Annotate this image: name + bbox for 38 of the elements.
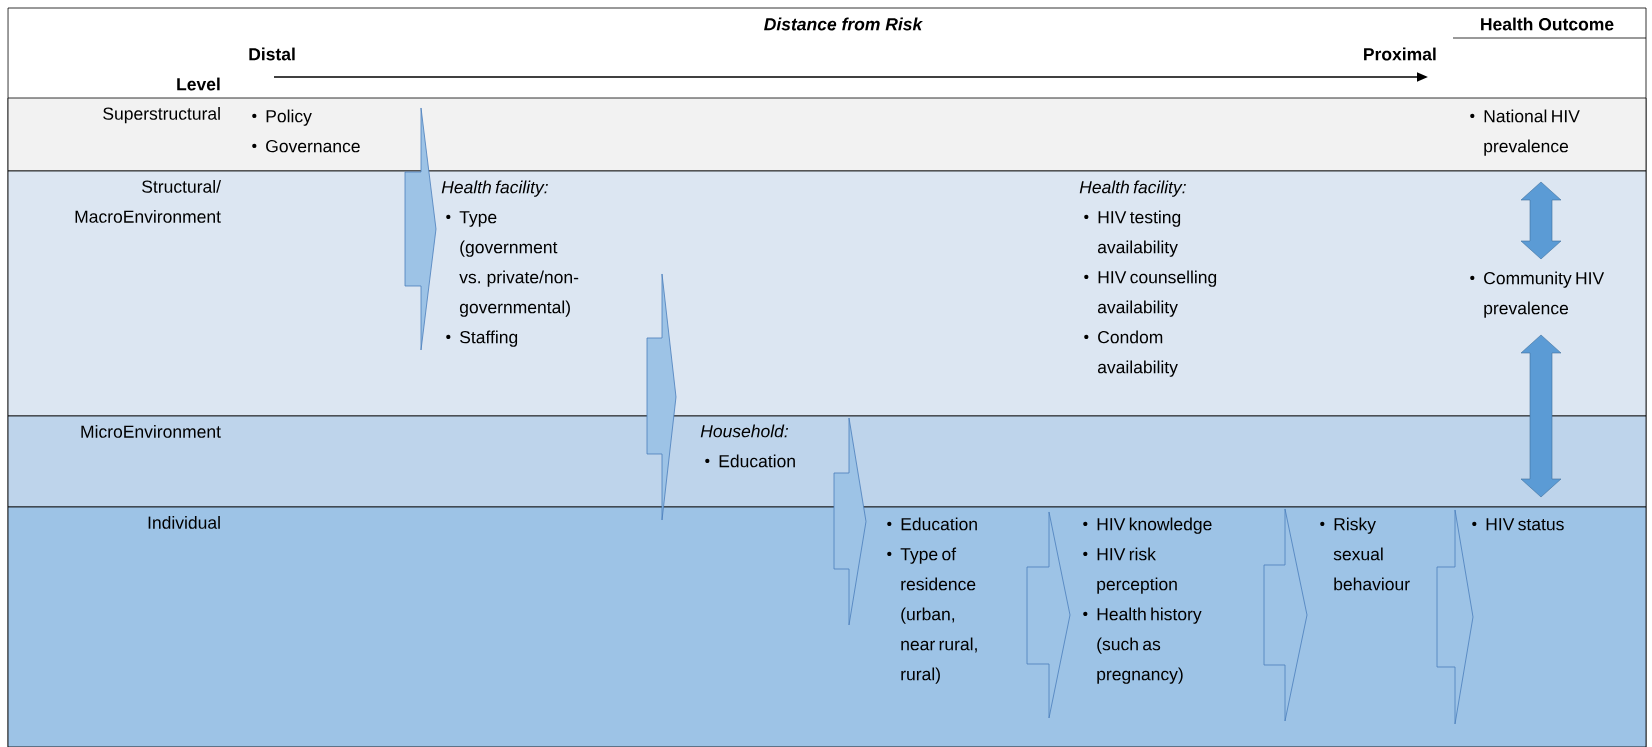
bullet-list: Household: Education	[700, 424, 795, 468]
node-label: Household:	[700, 424, 789, 438]
node-label: Policy	[266, 109, 312, 126]
node-label: Condom availability	[1097, 330, 1178, 377]
node-label: HIV knowledge	[1097, 517, 1212, 534]
bullet-list: HIV status	[1472, 518, 1564, 531]
node-label: HIV risk perception	[1097, 547, 1177, 594]
node-label: Health history (such as pregnancy)	[1097, 607, 1202, 684]
node-label: HIV status	[1486, 518, 1564, 531]
node-label: Education	[901, 517, 977, 531]
double-arrow	[1520, 334, 1562, 498]
node-label: HIV counselling availability	[1097, 270, 1217, 317]
node-label: Type of residence (urban, near rural, rural)	[900, 547, 977, 684]
node-label: Governance	[266, 139, 360, 153]
bullet-list: National HIV prevalence	[1470, 109, 1580, 156]
node-label: Staffing	[460, 330, 518, 347]
node-label: Type (government vs. private/non-governmental)	[459, 211, 579, 317]
node-label: HIV testing availability	[1097, 210, 1181, 257]
bullet-list: Education Type of residence (urban, near rural, rural)	[887, 517, 977, 684]
chevron-arrow	[1436, 509, 1474, 725]
chevron-arrow	[833, 417, 867, 626]
heading: Distance from Risk	[764, 17, 923, 31]
node-label: Health facility:	[1079, 180, 1186, 197]
axis-label: Proximal	[1364, 47, 1436, 61]
chevron-arrow	[646, 273, 677, 521]
bullet-list: Policy Governance	[252, 109, 360, 153]
axis-label: Distal	[249, 47, 295, 61]
bullet-list: Health facility: HIV testing availability HIV counselling availability Condom availability	[1079, 180, 1217, 377]
node-label: Education	[719, 454, 795, 468]
bullet-list: Community HIV prevalence	[1470, 271, 1605, 318]
double-arrow	[1520, 181, 1562, 260]
bullet-list: Risky sexual behaviour	[1320, 517, 1410, 591]
column-heading: Health Outcome	[1452, 17, 1647, 39]
bullet-list: HIV knowledge HIV risk perception Health history (such as pregnancy)	[1083, 517, 1212, 684]
node-label: Health facility:	[441, 180, 548, 197]
bullet-list: Health facility: Type (government vs. private/non-governmental) Staffing	[441, 180, 579, 347]
chevron-arrow	[404, 107, 437, 351]
axis-label: Level	[177, 77, 220, 91]
